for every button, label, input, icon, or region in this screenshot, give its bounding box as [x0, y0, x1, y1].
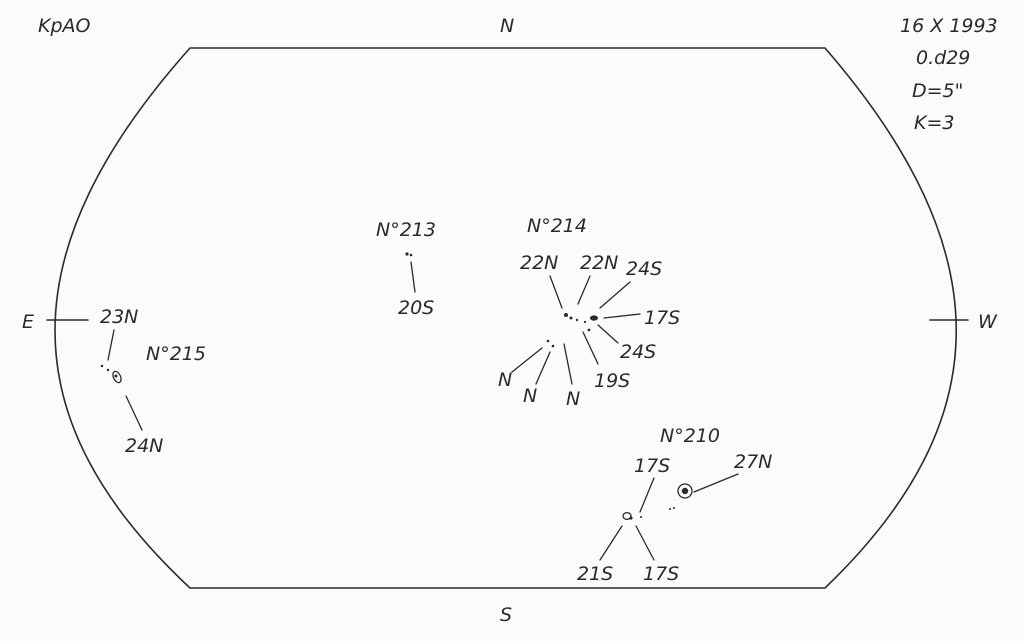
observation-aperture: D=5" — [912, 80, 963, 102]
region-215-leader — [107, 329, 115, 361]
region-215-leader — [125, 395, 143, 431]
region-214-label: N — [523, 385, 537, 407]
region-214-leader — [599, 281, 631, 309]
region-210-leader — [599, 525, 623, 561]
region-214-leader — [577, 275, 591, 305]
region-214-label: 19S — [594, 370, 630, 392]
region-215-number: N°215 — [146, 343, 206, 365]
region-210-leader — [635, 525, 655, 561]
observation-time: 0.d29 — [916, 47, 970, 69]
region-215-spot — [106, 368, 110, 372]
region-214-label: 17S — [644, 307, 680, 329]
region-210-number: N°210 — [660, 425, 720, 447]
region-214-spot — [569, 316, 573, 320]
region-214-leader — [511, 347, 543, 373]
region-214-spot — [551, 344, 555, 348]
region-213-spot — [409, 253, 413, 257]
region-214-leader — [597, 324, 619, 344]
east-label: E — [22, 311, 34, 333]
region-215-spot — [114, 374, 118, 378]
region-210-leader — [639, 477, 655, 513]
corner-label: KpAO — [38, 15, 91, 37]
region-215-spot — [100, 364, 104, 368]
region-215-label: 23N — [100, 306, 138, 328]
north-label: N — [500, 15, 514, 37]
region-214-leader — [563, 343, 573, 385]
region-214-spot — [546, 339, 550, 343]
region-214-spot — [590, 315, 598, 321]
region-210-spot — [669, 508, 671, 510]
region-214-label: N — [566, 388, 580, 410]
observation-date: 16 X 1993 — [900, 15, 998, 37]
region-210-label: 21S — [577, 563, 613, 585]
region-210-spot — [629, 516, 633, 520]
south-label: S — [500, 604, 512, 626]
region-214-leader — [535, 351, 551, 385]
region-210-spot — [640, 516, 642, 518]
region-215-label: 24N — [125, 435, 163, 457]
region-214-label: 22N — [580, 252, 618, 274]
region-214-leader — [603, 313, 641, 319]
region-214-label: 24S — [626, 258, 662, 280]
region-213-leader — [410, 261, 416, 293]
region-214-leader — [549, 275, 563, 309]
region-215-spot — [112, 370, 122, 384]
region-210-spot-large — [677, 483, 693, 499]
region-210-spot — [622, 511, 632, 521]
region-213-number: N°213 — [376, 219, 436, 241]
disk-outline — [54, 47, 957, 589]
region-210-label: 17S — [643, 563, 679, 585]
region-213-spot — [405, 252, 409, 256]
region-210-leader — [693, 473, 739, 493]
region-214-spot — [583, 320, 587, 324]
region-210-label: 17S — [634, 455, 670, 477]
observation-k-factor: K=3 — [914, 112, 954, 134]
region-210-spot-umbra — [681, 487, 689, 495]
region-214-spot — [587, 328, 591, 332]
region-214-leader — [582, 331, 599, 365]
region-210-spot — [673, 507, 675, 509]
region-214-spot — [575, 318, 579, 322]
region-214-label: N — [498, 369, 512, 391]
region-214-spot — [564, 313, 568, 317]
region-213-label: 20S — [398, 297, 434, 319]
region-210-label: 27N — [734, 451, 772, 473]
region-214-number: N°214 — [527, 215, 587, 237]
region-214-label: 24S — [620, 341, 656, 363]
west-label: W — [978, 311, 998, 333]
region-214-label: 22N — [520, 252, 558, 274]
